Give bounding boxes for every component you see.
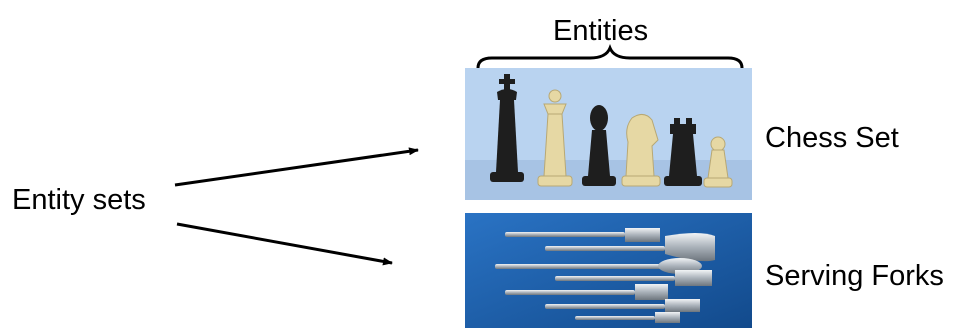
chess-king-piece [490,74,524,182]
chess-knight-piece [621,114,661,187]
entities-brace [476,43,744,69]
serving-forks-label: Serving Forks [765,260,944,292]
arrow-to-serving-forks [176,222,393,266]
fork-2 [545,233,715,262]
fork-4 [555,270,712,286]
fork-6 [545,299,700,312]
chess-queen-piece [537,89,573,187]
fork-1 [505,228,660,242]
chess-set-image [465,68,752,200]
serving-forks-image [465,213,752,328]
chess-pawn-piece [703,136,733,188]
entities-label: Entities [553,15,649,47]
entity-sets-label: Entity sets [12,184,146,216]
fork-5 [505,284,668,300]
chess-bishop-piece [582,105,616,186]
fork-7 [575,312,680,323]
chess-set-label: Chess Set [765,122,899,154]
chess-rook-piece [664,118,702,186]
arrow-to-chess-set [174,147,419,187]
